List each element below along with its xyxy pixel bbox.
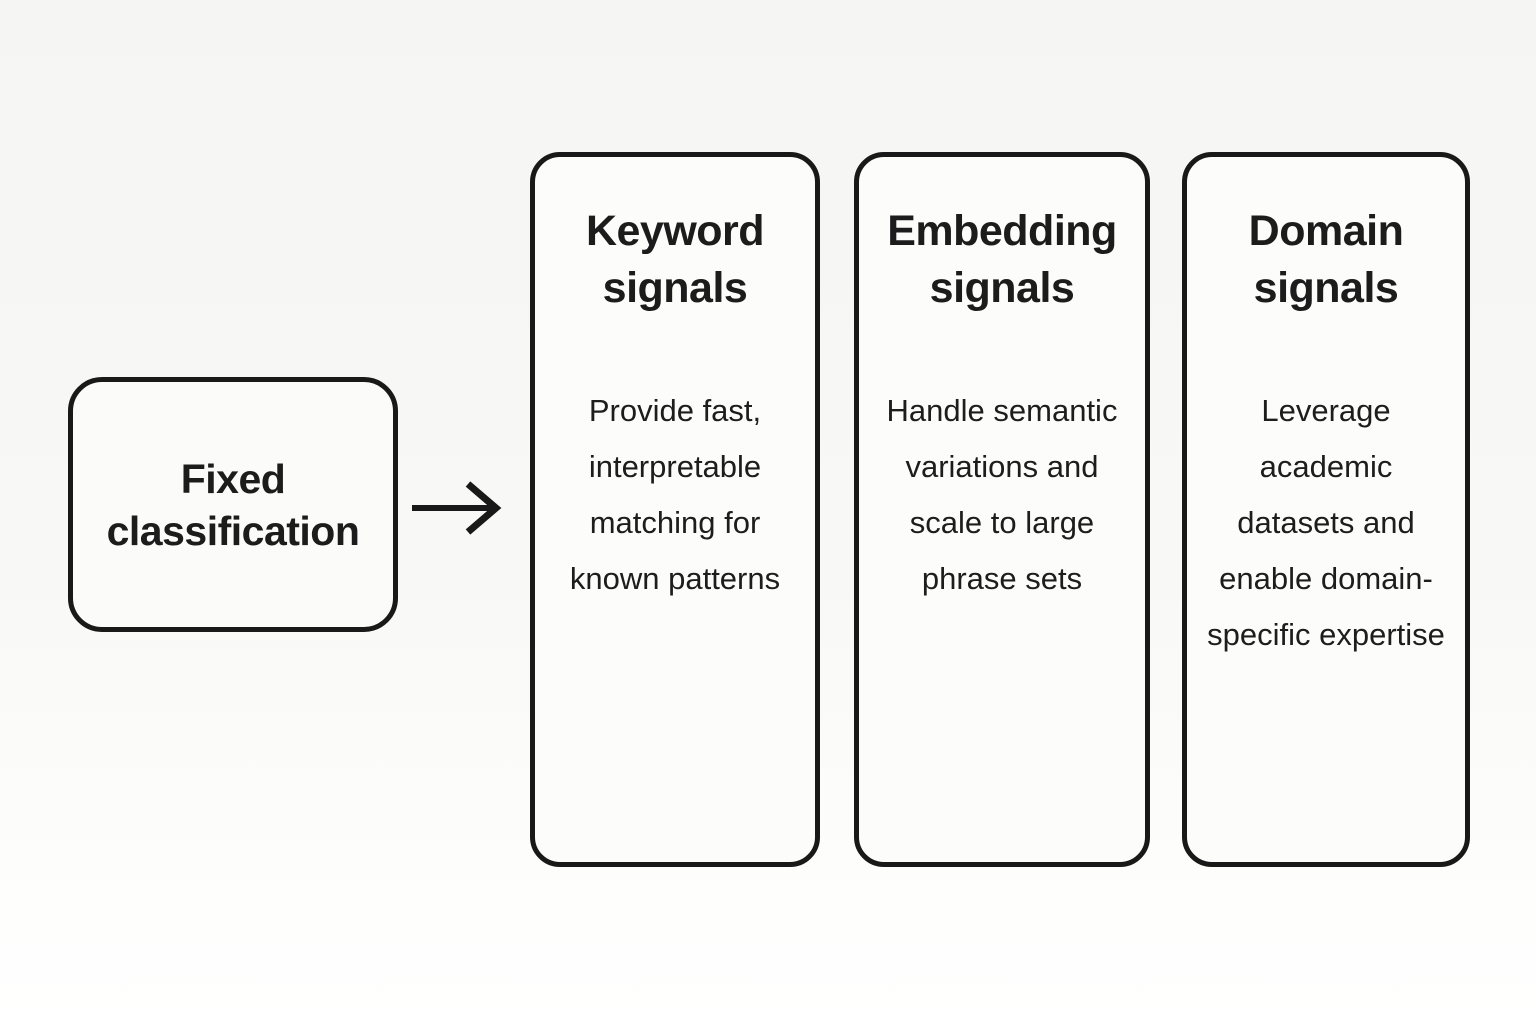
keyword-signals-title: Keyword signals xyxy=(585,207,765,312)
domain-signals-title: Domain signals xyxy=(1248,207,1404,312)
embedding-signals-title: Embedding signals xyxy=(887,207,1117,312)
right-arrow-icon xyxy=(412,481,502,535)
embedding-signals-description: Handle semantic variations and scale to … xyxy=(886,393,1118,596)
keyword-signals-card: Keyword signals Provide fast, interpreta… xyxy=(530,152,820,867)
fixed-classification-box: Fixed classification xyxy=(68,377,398,632)
embedding-signals-card: Embedding signals Handle semantic variat… xyxy=(854,152,1150,867)
keyword-signals-description: Provide fast, interpretable matching for… xyxy=(569,393,781,596)
fixed-classification-label: Fixed classification xyxy=(106,455,360,554)
domain-signals-card: Domain signals Leverage academic dataset… xyxy=(1182,152,1470,867)
domain-signals-description: Leverage academic datasets and enable do… xyxy=(1207,393,1445,652)
